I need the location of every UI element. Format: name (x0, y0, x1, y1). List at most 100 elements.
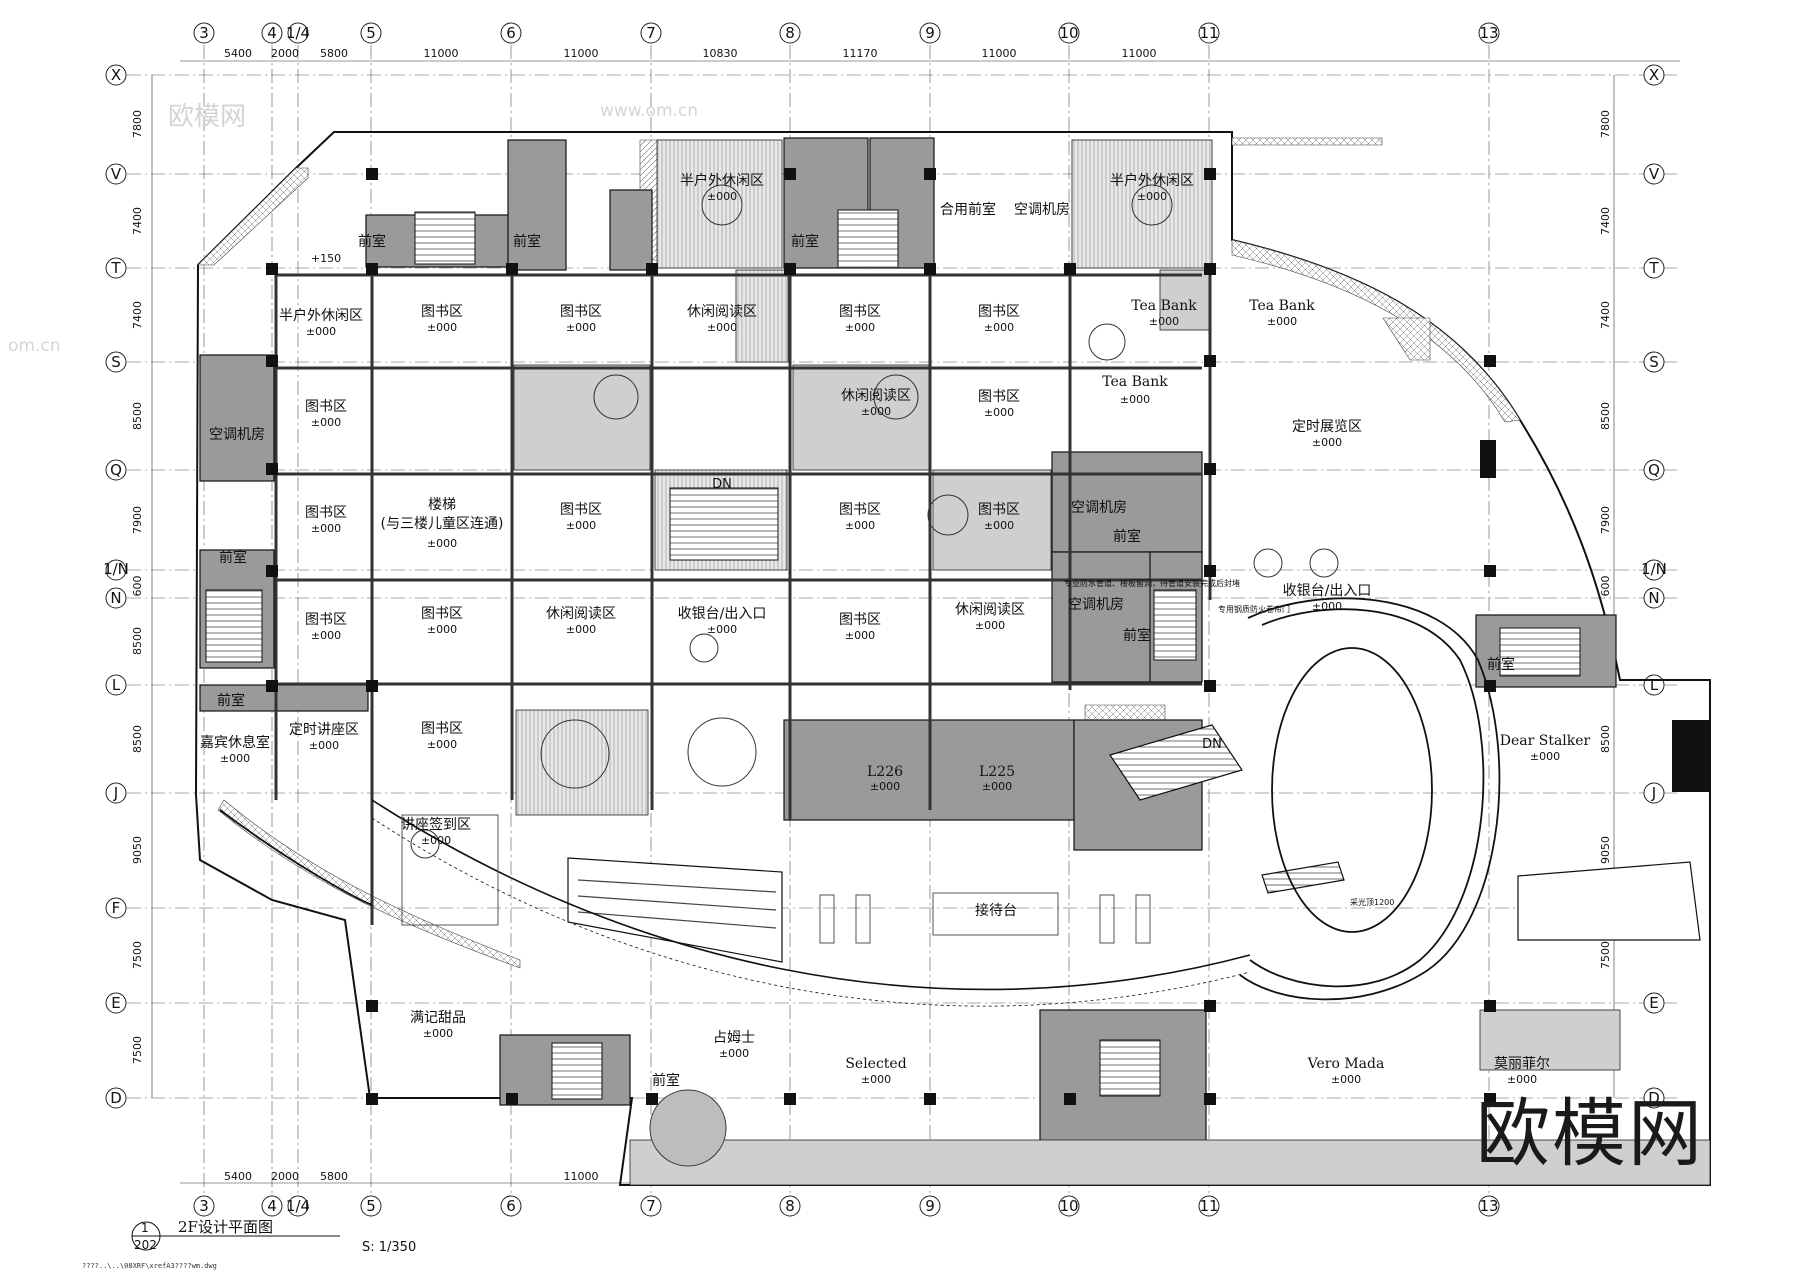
room-name: 图书区 (839, 612, 881, 628)
room-name: 空调机房 (209, 427, 265, 443)
column-labels-top: 3 4 1/4 5 6 7 8 9 10 11 13 (199, 24, 1498, 42)
walkway-kiosks (401, 814, 1151, 944)
room-name: 图书区 (305, 505, 347, 521)
room-name: 讲座签到区 (401, 816, 471, 833)
title-bubble (131, 1221, 340, 1251)
axis-row-label: T (110, 259, 121, 277)
room-name: 前室 (219, 549, 247, 566)
room-elevation: ±000 (306, 325, 336, 338)
room-name: 嘉宾休息室 (200, 734, 270, 751)
room-elevation: ±000 (845, 629, 875, 642)
room-name: 图书区 (978, 502, 1020, 518)
room-elevation: ±000 (984, 406, 1014, 419)
dim-text: 600 (1599, 576, 1612, 597)
axis-row-label: 1/N (1641, 560, 1667, 578)
room-name: 定时讲座区 (289, 722, 359, 738)
dim-text: 7800 (1599, 110, 1612, 138)
axis-row-label: V (111, 165, 122, 183)
room-elevation: +150 (311, 252, 341, 265)
annotation-notes: DN DN 专业防水管道、楼板留洞，待管道安装完成后封堵 专用钢质防火卷帘门 采… (712, 477, 1394, 907)
dim-text: 7400 (131, 207, 144, 235)
axis-col-label: 9 (925, 24, 935, 42)
room-name: 空调机房 (1014, 202, 1070, 218)
room-name: 图书区 (421, 606, 463, 622)
room-name: Tea Bank (1131, 298, 1197, 314)
axis-row-label: X (1649, 66, 1659, 84)
axis-row-label: D (1648, 1089, 1660, 1107)
dim-text: 8500 (131, 402, 144, 430)
axis-col-label: 10 (1059, 24, 1078, 42)
room-elevation: ±000 (984, 321, 1014, 334)
axis-row-label: L (1650, 676, 1659, 694)
room-name: 合用前室 (940, 201, 996, 218)
room-elevation: ±000 (1120, 393, 1150, 406)
room-elevation: ±000 (427, 537, 457, 550)
room-elevation: ±000 (1267, 315, 1297, 328)
dim-text: 7500 (131, 1036, 144, 1064)
room-name: 图书区 (560, 502, 602, 518)
dim-text: 7900 (1599, 506, 1612, 534)
left-dimension-text: 7800 7400 7400 8500 7900 600 8500 8500 9… (131, 110, 144, 1064)
room-name: 图书区 (305, 399, 347, 415)
axis-row-label: N (110, 589, 121, 607)
axis-col-label: 10 (1059, 1197, 1078, 1215)
room-elevation: ±000 (1331, 1073, 1361, 1086)
dim-text: 7400 (131, 301, 144, 329)
watermark-faint: www.om.cn (600, 101, 699, 121)
fire-door-note: 专用钢质防火卷帘门 (1218, 604, 1290, 614)
room-name: 空调机房 (1068, 597, 1124, 613)
axis-row-label: E (1649, 994, 1658, 1012)
axis-col-label: 3 (199, 24, 209, 42)
room-name: 休闲阅读区 (687, 303, 757, 320)
axis-col-label: 13 (1479, 24, 1498, 42)
axis-col-label: 6 (506, 1197, 516, 1215)
room-name: 前室 (652, 1072, 680, 1089)
axis-row-label: N (1648, 589, 1659, 607)
columns (266, 168, 1710, 1105)
room-elevation: ±000 (1149, 315, 1179, 328)
sheet-ref: 202 (134, 1238, 157, 1252)
dim-text: 9050 (1599, 836, 1612, 864)
dim-text: 8500 (1599, 402, 1612, 430)
room-name: 图书区 (839, 304, 881, 320)
room-subtitle: (与三楼儿童区连通) (381, 515, 504, 532)
axis-row-label: X (111, 66, 121, 84)
room-name: 前室 (791, 233, 819, 250)
room-elevation: ±000 (861, 1073, 891, 1086)
axis-col-label: 9 (925, 1197, 935, 1215)
room-elevation: ±000 (421, 834, 451, 847)
room-name: 休闲阅读区 (955, 601, 1025, 618)
bay-walls (274, 270, 1212, 925)
room-name: 前室 (358, 233, 386, 250)
axis-row-label: S (111, 353, 121, 371)
room-elevation: ±000 (1530, 750, 1560, 763)
room-elevation: ±000 (427, 623, 457, 636)
room-elevation: ±000 (975, 619, 1005, 632)
dim-text: 8500 (1599, 725, 1612, 753)
room-elevation: ±000 (427, 321, 457, 334)
axis-row-label: Q (110, 461, 122, 479)
dim-text: 7500 (131, 941, 144, 969)
dim-text: 5800 (320, 47, 348, 60)
axis-col-label: 11 (1199, 1197, 1218, 1215)
room-elevation: ±000 (870, 780, 900, 793)
axis-col-label: 5 (366, 1197, 376, 1215)
dim-text: 11000 (564, 47, 599, 60)
room-name: Tea Bank (1102, 374, 1168, 390)
room-elevation: ±000 (845, 321, 875, 334)
axis-row-label: V (1649, 165, 1660, 183)
room-elevation: ±000 (311, 522, 341, 535)
room-name: 占姆士 (713, 1030, 755, 1046)
axis-col-label: 11 (1199, 24, 1218, 42)
room-name: 图书区 (421, 304, 463, 320)
room-elevation: ±000 (984, 519, 1014, 532)
room-name: 前室 (217, 692, 245, 709)
room-elevation: ±000 (566, 519, 596, 532)
room-elevation: ±000 (719, 1047, 749, 1060)
dim-text: 5400 (224, 47, 252, 60)
watermark-faint: 欧模网 (168, 102, 247, 132)
sheet-number: 1 (141, 1221, 149, 1235)
room-elevation: ±000 (707, 321, 737, 334)
dim-text: 5800 (320, 1170, 348, 1183)
